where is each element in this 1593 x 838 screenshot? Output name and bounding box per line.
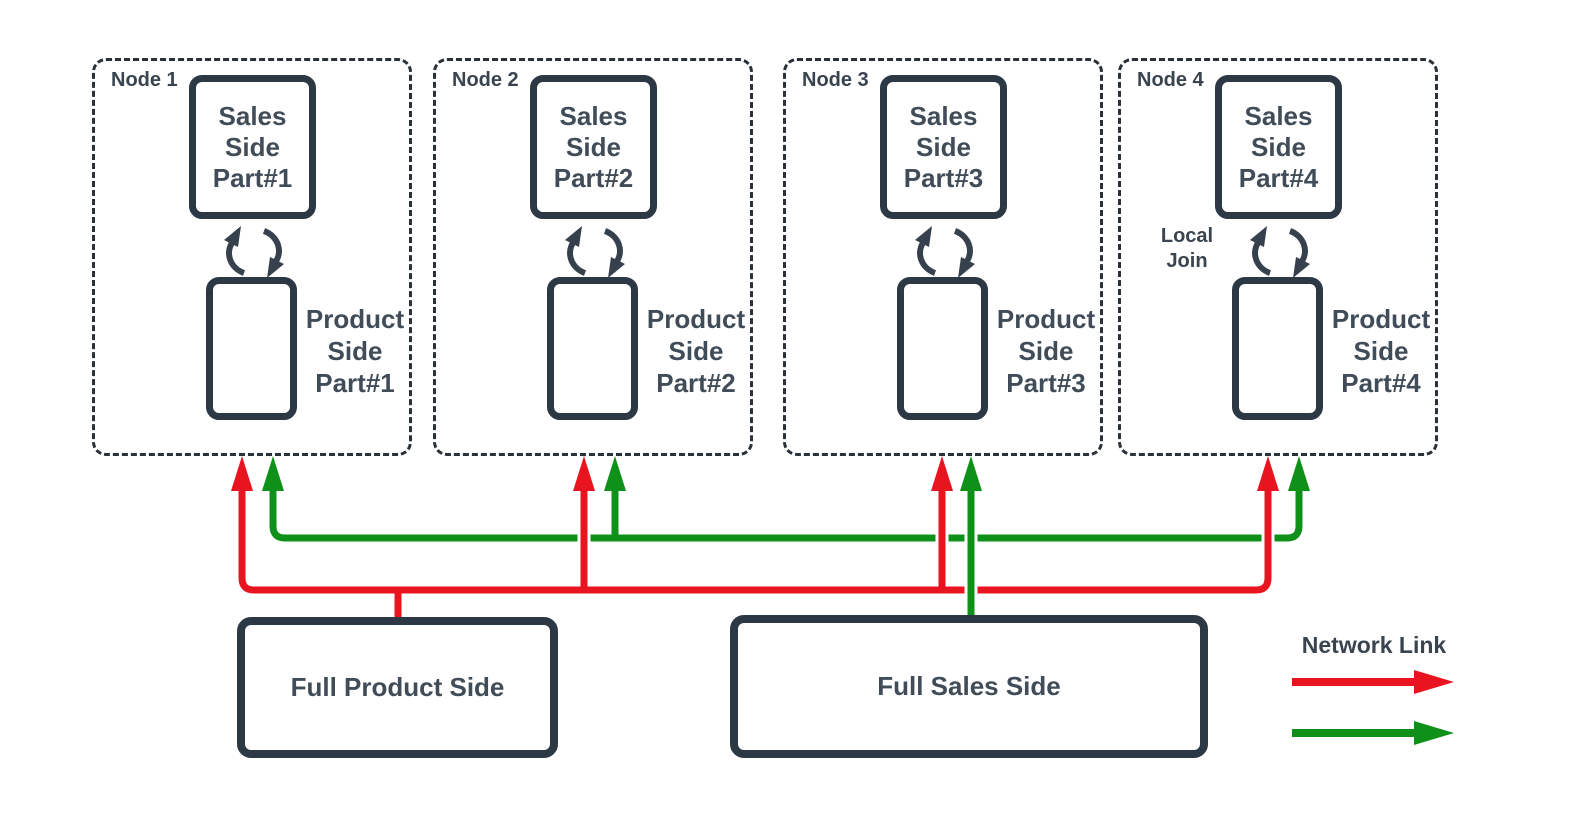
node-1-title: Node 1	[111, 69, 178, 91]
red-arrowhead-node4	[1257, 456, 1279, 491]
node-3-product-label: Product Side Part#3	[996, 304, 1096, 398]
node-2-sales-label: Sales Side Part#2	[553, 100, 634, 193]
sync-icon	[1250, 226, 1310, 278]
legend-title: Network Link	[1301, 632, 1447, 658]
node-4-sales-box: Sales Side Part#4	[1215, 75, 1342, 219]
node-1: Node 1 Sales Side Part#1 Product Side Pa…	[92, 58, 412, 456]
sync-icon	[224, 226, 284, 278]
node-2-product-box	[547, 277, 638, 420]
green-arrowhead-node4	[1288, 456, 1310, 491]
node-3-title: Node 3	[802, 69, 869, 91]
node-4-local-join-label: Local Join	[1160, 225, 1214, 272]
green-arrowhead-node2	[604, 456, 626, 491]
full-sales-side-label: Full Sales Side	[877, 671, 1061, 701]
sync-icon	[565, 226, 625, 278]
node-3-sales-box: Sales Side Part#3	[880, 75, 1007, 219]
full-sales-side-box: Full Sales Side	[730, 615, 1208, 758]
sync-icon	[915, 226, 975, 278]
node-2: Node 2 Sales Side Part#2 Product Side Pa…	[433, 58, 753, 456]
full-product-side-label: Full Product Side	[290, 672, 505, 702]
red-arrowhead-node2	[573, 456, 595, 491]
node-2-title: Node 2	[452, 69, 519, 91]
green-arrowhead-node3	[960, 456, 982, 491]
node-1-sales-box: Sales Side Part#1	[189, 75, 316, 219]
node-4-sales-label: Sales Side Part#4	[1238, 100, 1319, 193]
red-arrowhead-node1	[231, 456, 253, 491]
full-product-side-box: Full Product Side	[237, 617, 558, 758]
green-arrowhead-node1	[262, 456, 284, 491]
node-3: Node 3 Sales Side Part#3 Product Side Pa…	[783, 58, 1103, 456]
node-4-title: Node 4	[1137, 69, 1204, 91]
node-4: Node 4 Sales Side Part#4 Local Join Prod…	[1118, 58, 1438, 456]
red-network-link-arrow-icon	[1292, 670, 1454, 694]
node-2-sales-box: Sales Side Part#2	[530, 75, 657, 219]
node-4-product-label: Product Side Part#4	[1331, 304, 1431, 398]
node-1-sales-label: Sales Side Part#1	[212, 100, 293, 193]
node-1-product-box	[206, 277, 297, 420]
green-link-main	[269, 489, 1303, 542]
green-network-link-arrow-icon	[1292, 721, 1454, 745]
red-arrowhead-node3	[931, 456, 953, 491]
node-3-product-box	[897, 277, 988, 420]
node-4-product-box	[1232, 277, 1323, 420]
node-1-product-label: Product Side Part#1	[305, 304, 405, 398]
red-link-main	[238, 489, 1272, 594]
node-2-product-label: Product Side Part#2	[646, 304, 746, 398]
node-3-sales-label: Sales Side Part#3	[903, 100, 984, 193]
